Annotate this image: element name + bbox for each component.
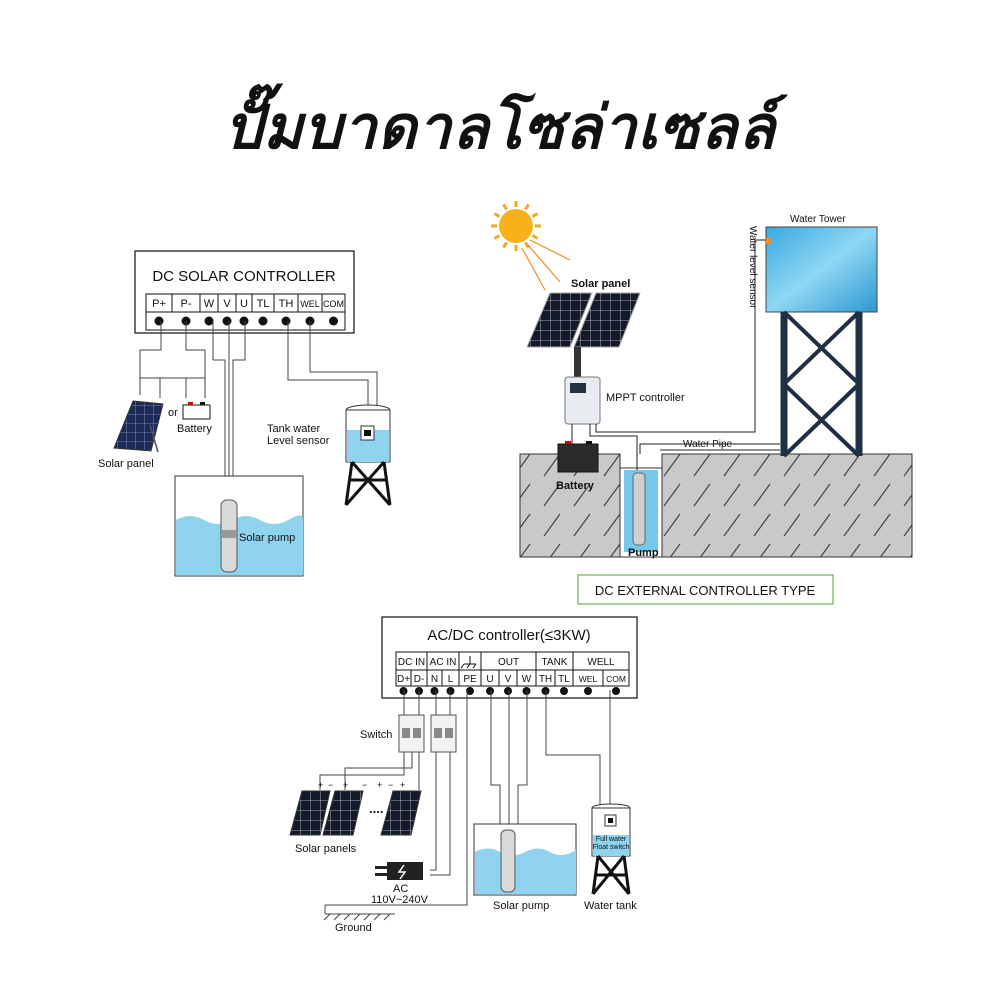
d3-solar-pump-label: Solar pump [493, 900, 549, 912]
d3-water-tank-icon [591, 803, 631, 895]
sun-icon [491, 201, 571, 291]
d3-ac-label: AC [393, 883, 408, 895]
d3-float-label-1: Full water [596, 836, 627, 843]
d3-terminal-dot [584, 687, 592, 695]
page-title: ปั๊มบาดาลโซล่าเซลล์ [223, 93, 776, 163]
d3-dots: .... [369, 801, 383, 816]
d1-solar-pump-label: Solar pump [239, 532, 295, 544]
d1-terminal-dot [204, 316, 214, 326]
d2-solar-panel-right [573, 292, 641, 348]
d3-terminal: D- [414, 674, 425, 685]
dc-external-controller-diagram: Solar panel MPPT controller Water Pipe B… [491, 201, 913, 605]
d3-terminal: U [486, 674, 493, 685]
ac-plug-icon [375, 862, 423, 880]
svg-text:+: + [377, 780, 382, 790]
d3-terminal: V [505, 674, 512, 685]
d1-terminal-com: COM [323, 299, 344, 309]
d1-terminal-dot [239, 316, 249, 326]
svg-text:+: + [343, 780, 348, 790]
d3-solar-panels-icon: + − + − + − + [289, 780, 422, 836]
d3-terminal: COM [606, 674, 626, 684]
d2-solar-panel-label: Solar panel [571, 278, 630, 290]
d1-tank-sensor-label-2: Level sensor [267, 435, 330, 447]
water-tower-tank [765, 226, 878, 313]
d3-terminal-dot [430, 687, 439, 695]
d3-pump-icon [500, 829, 516, 893]
d3-group-header: TANK [542, 657, 568, 668]
d1-terminal-th: TH [279, 298, 294, 310]
acdc-controller-box [381, 616, 638, 699]
d2-pump-icon [632, 472, 646, 546]
d3-terminal-dot [560, 687, 568, 695]
d3-terminal: W [522, 674, 532, 685]
svg-text:−: − [328, 780, 333, 790]
d1-terminal-pminus: P- [181, 298, 192, 310]
d1-terminal-wel: WEL [300, 299, 320, 309]
d2-type-box [577, 574, 834, 605]
d2-solar-panel-left [526, 292, 593, 348]
d3-terminal: N [431, 674, 438, 685]
ground-icon [323, 905, 395, 921]
d1-battery-label: Battery [177, 423, 212, 435]
d2-level-sensor-label: Water level sensor [747, 226, 758, 309]
d1-terminal-u: U [240, 298, 248, 310]
d3-terminal: WEL [579, 674, 598, 684]
d1-terminal-dot [154, 316, 164, 326]
svg-text:+: + [400, 780, 405, 790]
earth-icon [460, 656, 477, 669]
d3-solar-panels-label: Solar panels [295, 843, 357, 855]
d1-terminal-dot [258, 316, 268, 326]
d3-terminal: TL [558, 674, 570, 685]
d2-battery-label: Battery [556, 480, 595, 492]
d1-or-label: or [168, 407, 178, 419]
d2-pump-label: Pump [628, 547, 659, 559]
d3-terminal: L [448, 674, 454, 685]
d1-terminal-tl: TL [257, 298, 270, 310]
dc-controller-title: DC SOLAR CONTROLLER [152, 268, 336, 285]
d2-type-label: DC EXTERNAL CONTROLLER TYPE [595, 583, 816, 598]
d1-terminal-dot [329, 316, 338, 326]
water-tower-frame [780, 310, 863, 458]
d3-terminal: D+ [397, 674, 410, 685]
battery-icon [182, 404, 211, 420]
d1-terminal-dot [281, 316, 291, 326]
d1-tank-sensor-label-1: Tank water [267, 423, 321, 435]
acdc-controller-title: AC/DC controller(≤3KW) [427, 627, 590, 644]
d3-group-header: AC IN [430, 657, 457, 668]
d1-terminal-pplus: P+ [152, 298, 166, 310]
d1-water-tank-icon [344, 404, 392, 506]
d3-group-header: DC IN [398, 657, 425, 668]
d3-terminal-dot [466, 687, 474, 695]
d3-terminal: PE [463, 674, 477, 685]
svg-text:−: − [362, 780, 367, 790]
solar-panel-icon [113, 400, 164, 452]
d3-ac-voltage-label: 110V~240V [371, 894, 429, 906]
svg-text:−: − [388, 780, 393, 790]
svg-text:+: + [318, 780, 323, 790]
d3-terminal-dot [612, 687, 620, 695]
d1-terminal-dot [222, 316, 232, 326]
d3-ground-label: Ground [335, 922, 372, 934]
d2-water-pipe-label: Water Pipe [683, 439, 733, 450]
d3-water-tank-label: Water tank [584, 900, 637, 912]
d1-terminal-w: W [204, 298, 215, 310]
d3-terminal-dot [486, 687, 494, 695]
d3-float-label-2: Float switch [593, 844, 630, 851]
d3-group-header: WELL [587, 657, 615, 668]
d2-mppt-label: MPPT controller [606, 392, 685, 404]
d2-battery-icon [557, 443, 599, 473]
d1-terminal-v: V [223, 298, 231, 310]
d1-solar-panel-label: Solar panel [98, 458, 154, 470]
d3-terminal: TH [539, 674, 552, 685]
d2-water-tower-label: Water Tower [790, 214, 846, 225]
d3-terminal-dot [504, 687, 512, 695]
d3-group-header: OUT [498, 657, 519, 668]
switch-icon [398, 714, 457, 753]
d3-switch-label: Switch [360, 729, 392, 741]
